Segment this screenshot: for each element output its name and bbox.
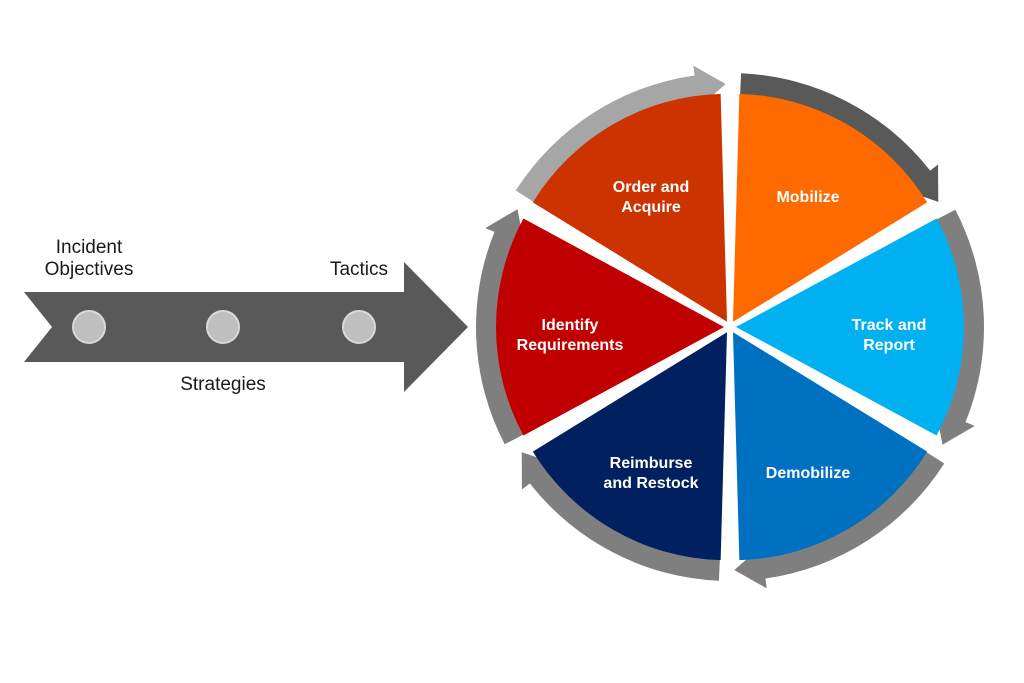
arrow-body — [24, 262, 468, 392]
segment-demobilize — [733, 332, 928, 561]
ring-arrow-order-acquire — [515, 65, 726, 203]
ring-arrow-mobilize — [740, 73, 939, 202]
incident-objectives-label-line2: Objectives — [45, 259, 134, 280]
segment-label-identify-requirements-line2: Requirements — [517, 337, 624, 354]
segment-track-report — [736, 218, 965, 436]
segment-label-order-acquire-line1: Order and — [613, 179, 689, 196]
incident-objectives-label-line1: Incident — [56, 237, 123, 258]
strategies-label: Strategies — [180, 374, 266, 395]
arrow-node-strategies — [206, 310, 240, 344]
arrow-node-incident-objectives — [72, 310, 106, 344]
segment-label-reimburse-restock-line2: and Restock — [603, 475, 698, 492]
segment-label-track-report-line1: Track and — [852, 317, 927, 334]
segment-label-identify-requirements-line1: Identify — [542, 317, 599, 334]
ring-arrow-identify-requirements — [476, 209, 525, 445]
segment-identify-requirements — [496, 218, 724, 436]
cycle-segments — [496, 93, 965, 561]
cycle-labels: Mobilize Track and Report Demobilize Rei… — [517, 179, 927, 492]
segment-label-reimburse-restock-line1: Reimburse — [610, 455, 693, 472]
tactics-label: Tactics — [330, 259, 388, 280]
ring-arrow-track-report — [935, 209, 984, 445]
arrow-node-tactics — [342, 310, 376, 344]
segment-label-demobilize-line1: Demobilize — [766, 465, 851, 482]
segment-label-track-report-line2: Report — [863, 337, 915, 354]
segment-reimburse-restock — [532, 332, 727, 561]
segment-label-order-acquire-line2: Acquire — [621, 199, 681, 216]
process-arrow: Incident Objectives Strategies Tactics — [24, 237, 468, 395]
segment-label-mobilize-line1: Mobilize — [776, 189, 839, 206]
segment-order-acquire — [532, 93, 727, 322]
ring-arrow-demobilize — [734, 451, 945, 589]
cycle-ring-arrows — [476, 65, 984, 589]
ring-arrow-reimburse-restock — [521, 452, 720, 581]
segment-mobilize — [733, 93, 928, 322]
